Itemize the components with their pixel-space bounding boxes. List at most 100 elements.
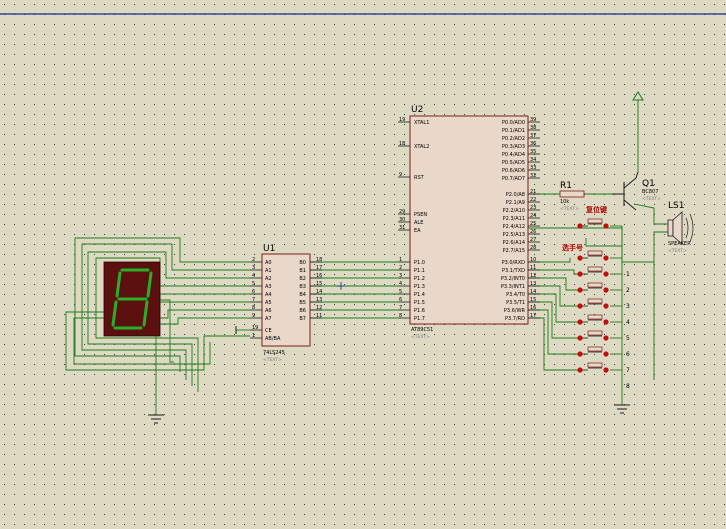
u2-pin-number: 33 (530, 165, 536, 171)
u2-pin-name: P3.7/RD (505, 316, 525, 322)
contestant-switch-actuator (587, 346, 603, 352)
reset-switch-terminal (603, 223, 609, 229)
u2-pin-name: XTAL1 (414, 120, 429, 126)
u2-pin-name: P0.7/AD7 (502, 176, 525, 182)
u2-pin-number: 31 (399, 225, 405, 231)
u2-pin-number: 1 (399, 257, 402, 263)
u2-pin-number: 2 (399, 265, 402, 271)
ls1-ref: LS1 (668, 201, 684, 211)
u1-pin-name: A2 (265, 276, 272, 282)
u2-pin-number: 5 (399, 289, 402, 295)
u2-pin-number: 18 (399, 141, 405, 147)
u2-pin-name: P1.6 (414, 308, 425, 314)
display-digit: 8 (0, 0, 3, 2)
u2-pin-name: P1.7 (414, 316, 425, 322)
switch-number: 4 (626, 319, 630, 326)
u1-text-tag: <TEXT> (263, 357, 282, 363)
u1-pin-number: 13 (316, 297, 322, 303)
u1-pin-number: 3 (252, 265, 255, 271)
u2-pin-number: 11 (530, 265, 536, 271)
u1-pin-number: 7 (252, 297, 255, 303)
u2-pin-name: P1.3 (414, 284, 425, 290)
u1-part: 74LS245 (263, 350, 285, 356)
u2-pin-name: P0.0/AD0 (502, 120, 525, 126)
r1-text-tag: <TEXT> (560, 206, 579, 212)
ground-symbol-right (614, 404, 630, 414)
ground-symbol-left (148, 414, 164, 424)
contestant-switch-terminal (603, 319, 609, 325)
contestant-switch-terminal (577, 287, 583, 293)
reset-switch-actuator (587, 218, 603, 224)
u2-pin-name: P2.4/A12 (503, 224, 525, 230)
contestant-label: 选手号 (562, 243, 583, 252)
q1-ref: Q1 (642, 179, 655, 189)
u2-pin-name: P1.4 (414, 292, 425, 298)
contestant-switch-actuator (587, 314, 603, 320)
u2-pin-name: P3.0/RXD (502, 260, 526, 266)
contestant-switch-terminal (603, 271, 609, 277)
contestant-switch-terminal (577, 335, 583, 341)
switch-number: 8 (626, 383, 630, 390)
u2-pin-name: ALE (414, 220, 423, 226)
u1-pin-name: B2 (299, 276, 306, 282)
u2-pin-number: 4 (399, 281, 402, 287)
u1-pin-number: 9 (252, 313, 255, 319)
resistor-r1: R1 10k <TEXT> (559, 181, 585, 212)
u1-pin-number: 2 (252, 257, 255, 263)
u1-pin-name: A7 (265, 316, 272, 322)
u2-pin-number: 6 (399, 297, 402, 303)
u1-pin-number: 8 (252, 305, 255, 311)
r1-value: 10k (560, 199, 569, 205)
ls1-text-tag: <TEXT> (668, 248, 687, 254)
u2-pin-number: 24 (530, 213, 536, 219)
u2-pin-name: P2.2/A10 (503, 208, 525, 214)
u2-pin-name: P1.2 (414, 276, 425, 282)
u1-pin-name: A3 (265, 284, 272, 290)
u2-pin-name: RST (414, 175, 425, 181)
u1-pin-name: B5 (299, 300, 306, 306)
u2-pin-number: 37 (530, 133, 536, 139)
contestant-switch-terminal (577, 271, 583, 277)
ls1-part: SPEAKER (668, 241, 691, 247)
u2-pin-name: P2.0/A8 (506, 192, 525, 198)
u2-pin-name: P0.2/AD2 (502, 136, 525, 142)
u1-pin-number: 17 (316, 265, 322, 271)
u2-pin-number: 27 (530, 237, 536, 243)
u2-pin-number: 26 (530, 229, 536, 235)
u1-pin-name: B6 (299, 308, 306, 314)
u2-pin-number: 32 (530, 173, 536, 179)
u2-ref: U2 (411, 105, 423, 115)
u1-pin-name: B7 (299, 316, 306, 322)
u2-pin-name: P3.3/INT1 (501, 284, 525, 290)
contestant-switch-terminal (603, 367, 609, 373)
switch-number: 5 (626, 335, 630, 342)
u2-pin-number: 14 (530, 289, 536, 295)
u2-pin-name: P0.6/AD6 (502, 168, 525, 174)
u1-pin-number: 16 (316, 273, 322, 279)
u2-pin-name: P3.6/WR (504, 308, 526, 314)
contestant-switch-terminal (603, 255, 609, 261)
u2-pin-name: P0.3/AD3 (502, 144, 525, 150)
u2-pin-number: 16 (530, 305, 536, 311)
u1-pin-number: 1 (252, 333, 255, 339)
u1-pin-name: B4 (299, 292, 306, 298)
u2-pin-name: P1.0 (414, 260, 425, 266)
u1-pin-number: 14 (316, 289, 322, 295)
u2-pin-name: P3.5/T1 (506, 300, 525, 306)
u2-pin-number: 8 (399, 313, 402, 319)
switch-number: 1 (626, 271, 630, 278)
u2-pin-number: 23 (530, 205, 536, 211)
u1-pin-number: 18 (316, 257, 322, 263)
u2-pin-number: 25 (530, 221, 536, 227)
u2-pin-name: P2.7/A15 (503, 248, 525, 254)
u2-pin-name: P0.1/AD1 (502, 128, 525, 134)
u2-pin-number: 17 (530, 313, 536, 319)
u2-pin-number: 13 (530, 281, 536, 287)
u1-pin-number: 4 (252, 273, 255, 279)
u2-pin-name: P1.5 (414, 300, 425, 306)
u1-ref: U1 (263, 244, 275, 254)
u1-pin-number: 15 (316, 281, 322, 287)
